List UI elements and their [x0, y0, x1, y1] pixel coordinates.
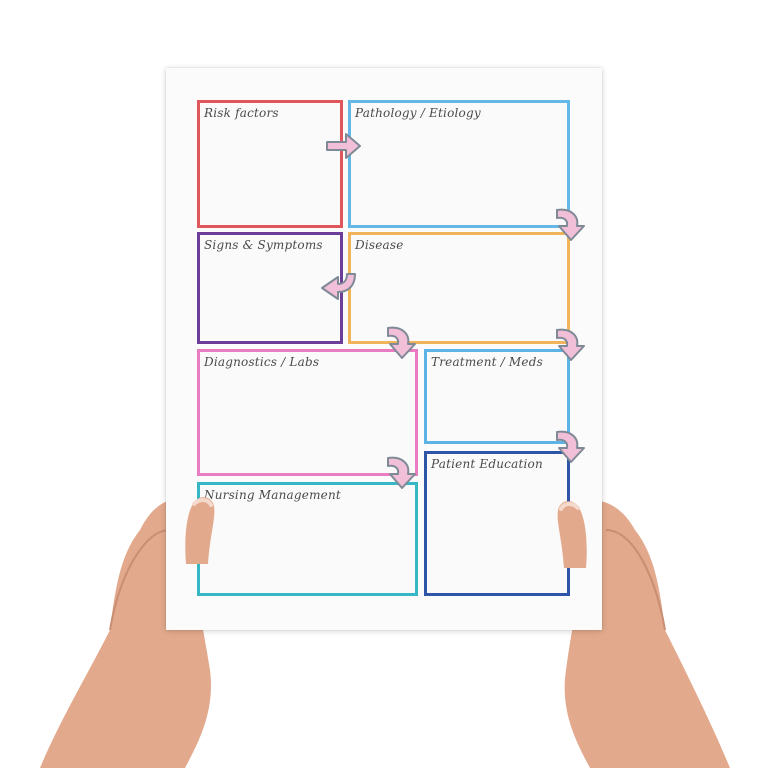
arrow-left-icon: [321, 273, 356, 300]
box-risk-factors: Risk factors: [197, 100, 343, 228]
arrow-down-icon: [556, 208, 585, 241]
arrow-down-icon: [387, 326, 416, 359]
box-diagnostics-labs: Diagnostics / Labs: [197, 349, 418, 476]
box-label: Disease: [355, 238, 404, 252]
box-label: Diagnostics / Labs: [204, 355, 320, 369]
arrow-down-icon: [387, 456, 416, 489]
box-label: Patient Education: [431, 457, 543, 471]
right-thumb: [557, 501, 587, 568]
box-treatment-meds: Treatment / Meds: [424, 349, 570, 444]
box-label: Treatment / Meds: [431, 355, 543, 369]
concept-map-worksheet: Risk factors Pathology / Etiology Signs …: [166, 68, 602, 630]
box-patient-education: Patient Education: [424, 451, 570, 596]
arrow-right-icon: [326, 133, 361, 159]
box-label: Pathology / Etiology: [355, 106, 481, 120]
box-label: Nursing Management: [204, 488, 341, 502]
box-label: Signs & Symptoms: [204, 238, 323, 252]
box-nursing-management: Nursing Management: [197, 482, 418, 596]
left-thumb: [185, 497, 215, 564]
arrow-down-icon: [556, 430, 585, 463]
box-label: Risk factors: [204, 106, 279, 120]
box-pathology-etiology: Pathology / Etiology: [348, 100, 570, 228]
arrow-down-icon: [556, 328, 585, 361]
box-disease: Disease: [348, 232, 570, 344]
